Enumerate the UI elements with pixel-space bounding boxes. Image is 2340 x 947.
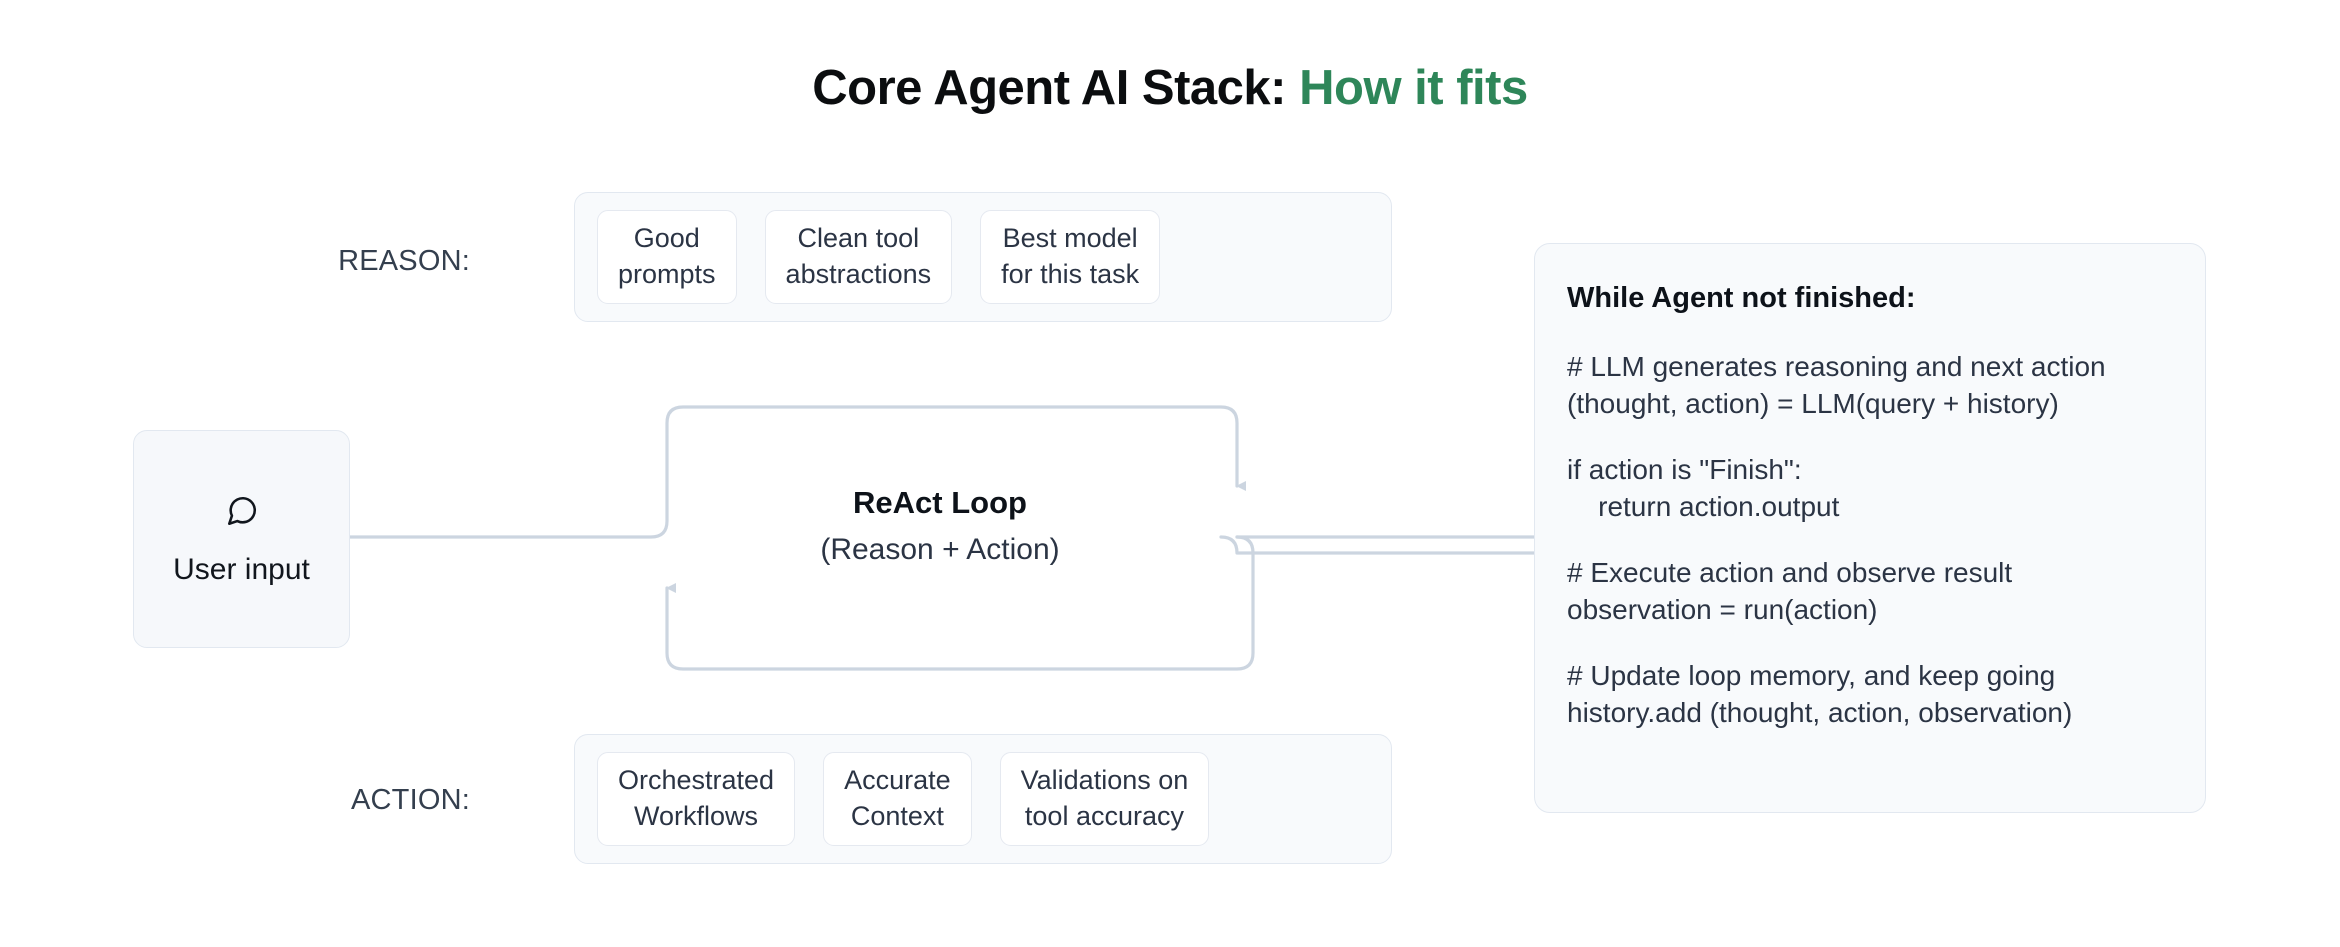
user-input-label: User input	[173, 552, 310, 586]
chip-line-2: for this task	[1001, 259, 1140, 289]
message-bubble-icon	[225, 494, 259, 533]
reason-chip-good-prompts[interactable]: Good prompts	[597, 210, 737, 304]
react-loop-subtitle: (Reason + Action)	[820, 532, 1060, 566]
chip-line-2: Workflows	[634, 801, 759, 831]
flow-loop-feedback	[1219, 535, 1536, 555]
pseudocode-heading: While Agent not finished:	[1567, 282, 1916, 314]
chip-line-2: prompts	[618, 259, 716, 289]
reason-chip-clean-tool-abstractions[interactable]: Clean tool abstractions	[764, 210, 953, 304]
row-label-reason: REASON:	[338, 245, 470, 277]
react-loop-node: ReAct Loop (Reason + Action)	[700, 480, 1180, 572]
chip-line-2: tool accuracy	[1024, 801, 1184, 831]
agent-pseudocode-panel: While Agent not finished: # LLM generate…	[1534, 243, 2206, 813]
chip-line-1: Orchestrated	[618, 765, 775, 796]
action-chip-orchestrated-workflows[interactable]: Orchestrated Workflows	[597, 752, 796, 846]
chip-line-1: Clean tool	[797, 223, 920, 254]
chip-line-2: abstractions	[785, 259, 932, 289]
page-title: Core Agent AI Stack: How it fits	[0, 60, 2340, 116]
pseudocode-block-llm-generates: # LLM generates reasoning and next actio…	[1567, 350, 2106, 420]
action-chip-accurate-context[interactable]: Accurate Context	[823, 752, 972, 846]
pseudocode-block-if-finish: if action is "Finish": return action.out…	[1567, 453, 1840, 523]
user-input-node[interactable]: User input	[133, 430, 350, 648]
chip-line-1: Good	[633, 223, 700, 254]
chip-line-2: Context	[850, 801, 944, 831]
action-chip-validations-tool-accuracy[interactable]: Validations on tool accuracy	[999, 752, 1210, 846]
chip-line-1: Best model	[1002, 223, 1138, 254]
chip-line-1: Validations on	[1020, 765, 1189, 796]
reason-chip-group: Good prompts Clean tool abstractions Bes…	[574, 192, 1392, 322]
react-loop-title: ReAct Loop	[853, 485, 1027, 520]
reason-chip-best-model[interactable]: Best model for this task	[980, 210, 1161, 304]
row-label-action: ACTION:	[350, 784, 470, 816]
page-title-main: Core Agent AI Stack:	[812, 61, 1300, 115]
pseudocode-block-update-memory: # Update loop memory, and keep going his…	[1567, 659, 2073, 729]
page-title-accent: How it fits	[1299, 61, 1528, 115]
action-chip-group: Orchestrated Workflows Accurate Context …	[574, 734, 1392, 864]
chip-line-1: Accurate	[844, 765, 951, 796]
pseudocode-block-execute-action: # Execute action and observe result obse…	[1567, 556, 2013, 626]
